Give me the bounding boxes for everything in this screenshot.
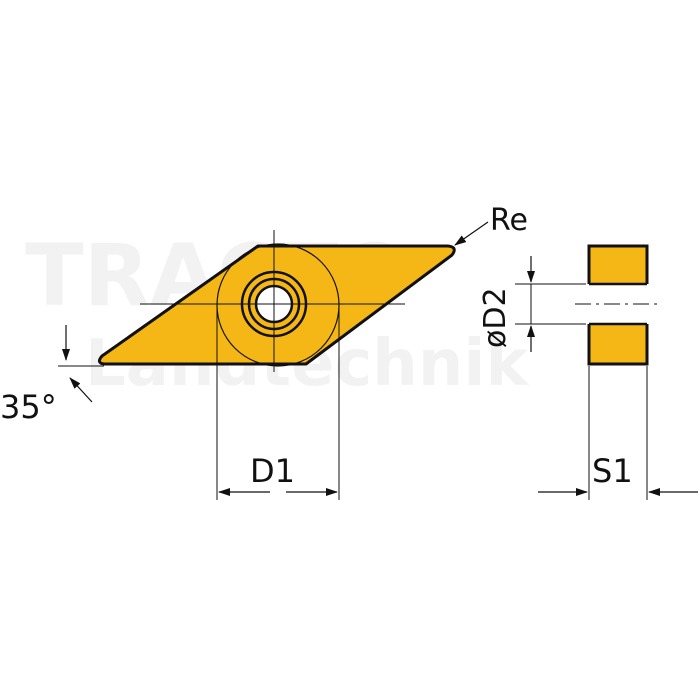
- angle-annotation: [58, 325, 104, 403]
- d1-dimension: [216, 305, 340, 500]
- d2-dimension: [515, 256, 586, 352]
- insert-top-view: [97, 230, 456, 372]
- angle-label: 35°: [0, 388, 57, 426]
- d1-label: D1: [250, 452, 295, 490]
- insert-side-view: [575, 244, 660, 366]
- s1-label: S1: [592, 452, 633, 490]
- d2-label: øD2: [478, 287, 513, 348]
- s1-dimension: [538, 366, 698, 500]
- re-label: Re: [490, 203, 528, 238]
- re-leader: [454, 221, 489, 246]
